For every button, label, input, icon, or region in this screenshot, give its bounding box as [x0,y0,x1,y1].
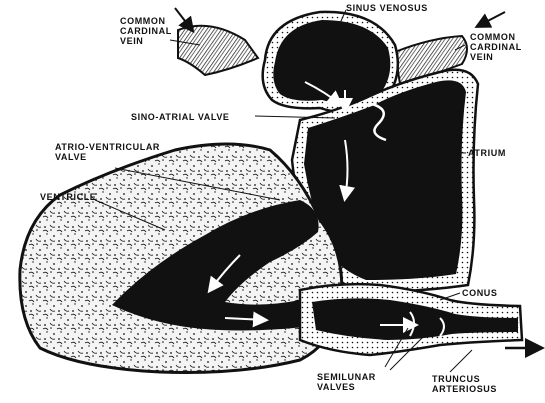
label-common-cardinal-vein-left: COMMON CARDINAL VEIN [120,16,175,46]
label-truncus-arteriosus: TRUNCUS ARTERIOSUS [432,374,497,394]
label-common-cardinal-vein-right: COMMON CARDINAL VEIN [470,32,525,62]
label-sino-atrial-valve: SINO-ATRIAL VALVE [131,112,230,122]
label-semilunar-valves: SEMILUNAR VALVES [317,372,379,392]
left-cardinal-vein [178,26,258,75]
label-conus: CONUS [462,288,498,298]
label-sinus-venosus: SINUS VENOSUS [346,3,428,13]
label-ventricle: VENTRICLE [40,192,96,202]
label-atrium: ATRIUM [468,148,506,158]
